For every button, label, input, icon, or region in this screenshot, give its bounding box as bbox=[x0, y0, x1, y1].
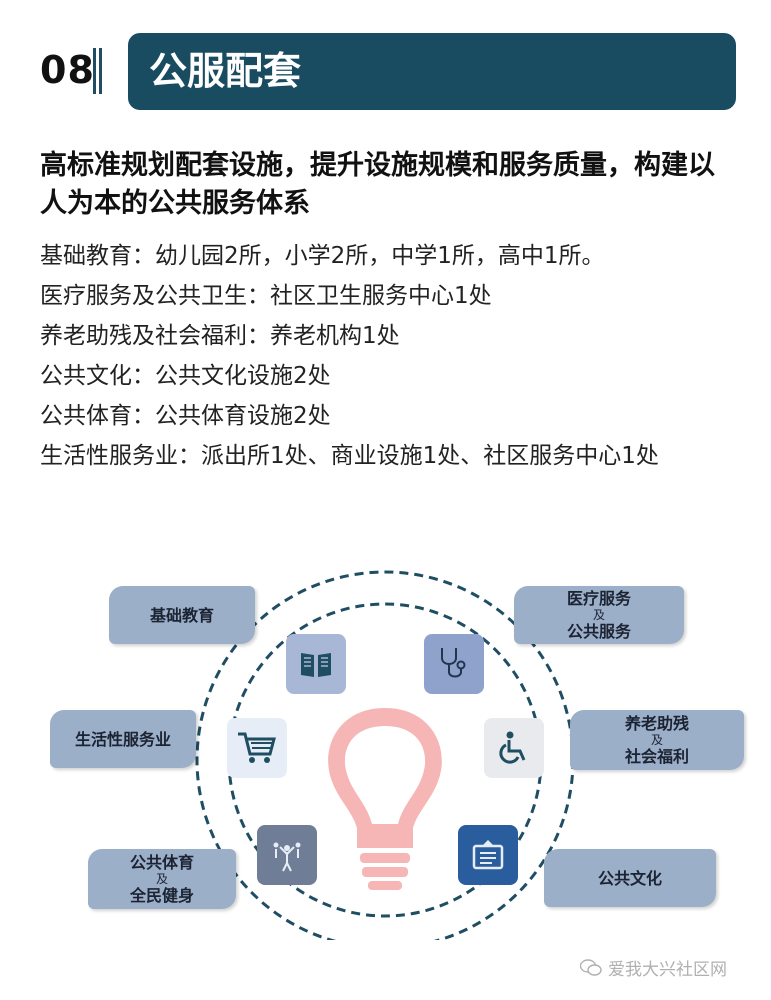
book-icon bbox=[286, 634, 346, 694]
label-sports-line1: 公共体育 bbox=[129, 853, 194, 872]
facility-item-medical: 医疗服务及公共卫生：社区卫生服务中心1处 bbox=[40, 283, 492, 309]
label-services: 生活性服务业 bbox=[50, 710, 196, 768]
label-sports-line2: 全民健身 bbox=[129, 886, 194, 905]
label-education: 基础教育 bbox=[109, 586, 255, 644]
watermark-text: 爱我大兴社区网 bbox=[608, 960, 727, 980]
label-sports: 公共体育 及 全民健身 bbox=[88, 849, 236, 909]
facility-list: 基础教育：幼儿园2所，小学2所，中学1所，高中1所。 医疗服务及公共卫生：社区卫… bbox=[40, 236, 740, 476]
section-title-banner: 公服配套 bbox=[128, 33, 736, 110]
shopping-cart-icon bbox=[227, 718, 287, 778]
services-diagram: 基础教育 医疗服务 及 公共服务 生活性服务业 养老助残 及 社会福利 公共体育… bbox=[0, 560, 771, 940]
label-sports-and: 及 bbox=[155, 872, 168, 886]
label-medical-line1: 医疗服务 bbox=[566, 589, 631, 608]
lightbulb-icon bbox=[328, 708, 442, 890]
facility-item-sports: 公共体育：公共体育设施2处 bbox=[40, 403, 331, 429]
label-medical-and: 及 bbox=[592, 608, 605, 622]
notice-board-icon bbox=[458, 825, 518, 885]
label-elderly-and: 及 bbox=[650, 733, 663, 747]
label-medical-line2: 公共服务 bbox=[566, 622, 631, 641]
label-medical: 医疗服务 及 公共服务 bbox=[514, 586, 684, 644]
facility-item-culture: 公共文化：公共文化设施2处 bbox=[40, 363, 331, 389]
facility-item-elderly: 养老助残及社会福利：养老机构1处 bbox=[40, 323, 400, 349]
label-elderly-line1: 养老助残 bbox=[624, 714, 689, 733]
fitness-people-icon bbox=[257, 825, 317, 885]
stethoscope-icon bbox=[424, 634, 484, 694]
wheelchair-icon bbox=[484, 718, 544, 778]
section-title: 公服配套 bbox=[149, 49, 302, 93]
wechat-icon bbox=[580, 958, 602, 976]
label-culture: 公共文化 bbox=[544, 849, 716, 907]
section-divider bbox=[93, 48, 105, 94]
lead-statement: 高标准规划配套设施，提升设施规模和服务质量，构建以人为本的公共服务体系 bbox=[40, 150, 715, 219]
section-number: 08 bbox=[40, 48, 95, 92]
watermark: 爱我大兴社区网 bbox=[580, 955, 727, 980]
facility-item-services: 生活性服务业：派出所1处、商业设施1处、社区服务中心1处 bbox=[40, 443, 659, 469]
facility-item-education: 基础教育：幼儿园2所，小学2所，中学1所，高中1所。 bbox=[40, 243, 605, 269]
label-elderly: 养老助残 及 社会福利 bbox=[570, 710, 744, 770]
label-elderly-line2: 社会福利 bbox=[624, 747, 689, 766]
